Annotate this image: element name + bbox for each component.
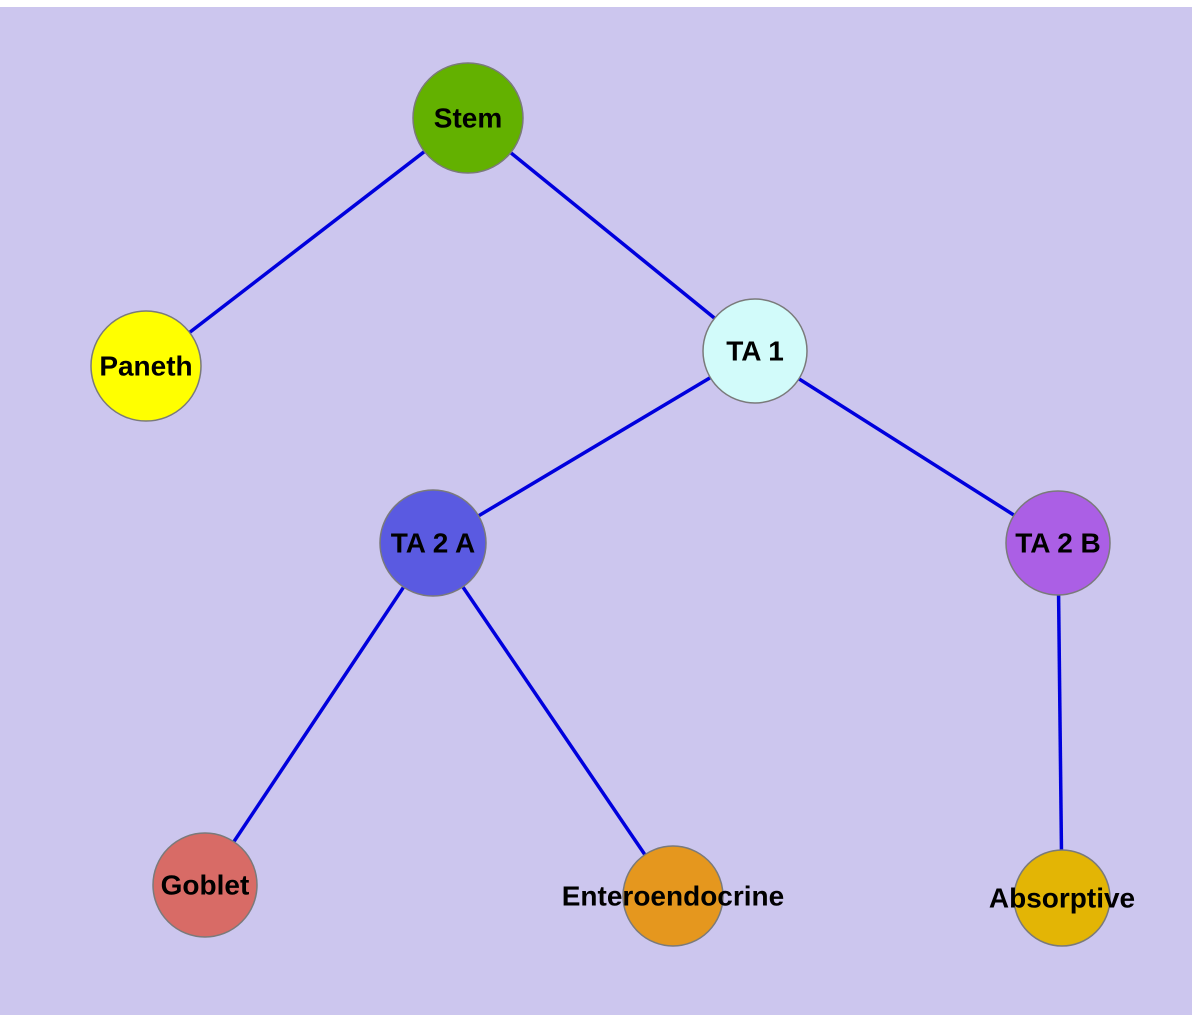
paneth-node-circle[interactable]	[90, 310, 202, 422]
edge-ta1-to-ta2a	[432, 349, 756, 545]
edge-ta1-to-ta2b	[754, 349, 1059, 545]
goblet-node-circle[interactable]	[152, 832, 258, 938]
stem-node-circle[interactable]	[412, 62, 524, 174]
node-goblet[interactable]: Goblet	[152, 832, 258, 938]
node-ta1[interactable]: TA 1	[702, 298, 808, 404]
node-ta2a[interactable]: TA 2 A	[379, 489, 487, 597]
edge-stem-to-paneth	[144, 116, 470, 368]
absorptive-node-circle[interactable]	[1013, 849, 1111, 947]
node-stem[interactable]: Stem	[412, 62, 524, 174]
ta2a-node-circle[interactable]	[379, 489, 487, 597]
edge-ta2a-to-goblet	[203, 542, 435, 886]
ta1-node-circle[interactable]	[702, 298, 808, 404]
node-ta2b[interactable]: TA 2 B	[1005, 490, 1111, 596]
node-paneth[interactable]: Paneth	[90, 310, 202, 422]
edge-ta2a-to-enteroendocrine	[431, 542, 675, 897]
edge-layer	[144, 116, 1064, 899]
edge-stem-to-ta1	[466, 116, 757, 353]
enteroendocrine-node-circle[interactable]	[622, 845, 724, 947]
edge-ta2b-to-absorptive	[1056, 542, 1064, 899]
ta2b-node-circle[interactable]	[1005, 490, 1111, 596]
